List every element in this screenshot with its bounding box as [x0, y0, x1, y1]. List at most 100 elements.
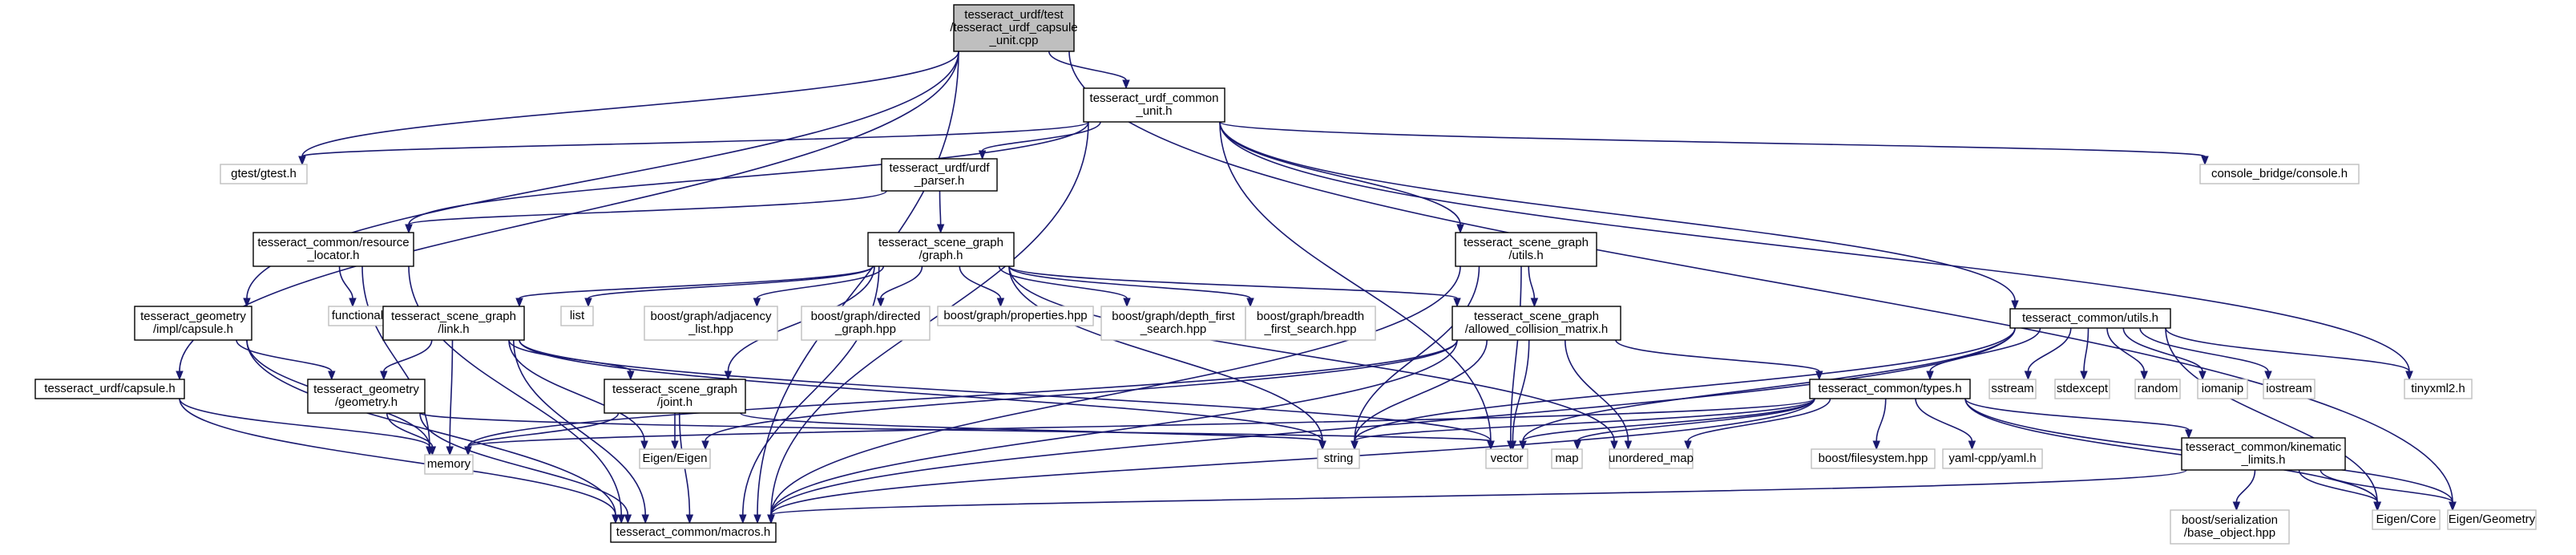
graph-node-vector[interactable]: vector [1485, 448, 1528, 469]
node-box [382, 306, 525, 341]
graph-node-sg-utils[interactable]: tesseract_scene_graph/utils.h [1455, 232, 1597, 267]
node-label-line: boost/graph/adjacency [651, 310, 772, 323]
graph-node-stdexcept[interactable]: stdexcept [2054, 379, 2110, 399]
graph-node-list[interactable]: list [560, 306, 594, 326]
graph-node-map[interactable]: map [1551, 448, 1583, 469]
edge-line [467, 412, 620, 448]
node-label-line: random [2138, 382, 2178, 395]
edge-line [1219, 121, 1492, 442]
edge-urdf-parser-to-resource-locator [405, 190, 887, 234]
graph-node-unordered-map[interactable]: unordered_map [1609, 448, 1694, 469]
graph-node-bfs[interactable]: boost/graph/breadth_first_search.hpp [1245, 306, 1376, 341]
edge-line [1048, 51, 1127, 81]
graph-node-geom-capsule-impl[interactable]: tesseract_geometry/impl/capsule.h [134, 306, 252, 341]
graph-node-kinematic-limits[interactable]: tesseract_common/kinematic_limits.h [2181, 437, 2346, 471]
graph-node-acm[interactable]: tesseract_scene_graph/allowed_collision_… [1452, 306, 1621, 341]
edge-arrowhead [1530, 298, 1539, 308]
edge-sg-utils-to-acm [1528, 265, 1539, 308]
edge-line [236, 339, 333, 372]
graph-node-functional[interactable]: functional [328, 306, 387, 326]
graph-node-macros[interactable]: tesseract_common/macros.h [610, 522, 777, 543]
graph-node-common-utils[interactable]: tesseract_common/utils.h [2009, 308, 2171, 329]
graph-node-filesystem[interactable]: boost/filesystem.hpp [1811, 448, 1936, 469]
node-box [1083, 87, 1225, 123]
graph-node-tinyxml2[interactable]: tinyxml2.h [2404, 379, 2473, 399]
edge-types-to-yaml [1915, 398, 1976, 451]
node-label-line: tesseract_scene_graph [612, 383, 737, 396]
node-label-line: _list.hpp [688, 322, 733, 336]
edge-line [1219, 121, 2016, 302]
graph-node-iostream[interactable]: iostream [2263, 379, 2316, 399]
graph-node-yaml[interactable]: yaml-cpp/yaml.h [1942, 448, 2043, 469]
edge-line [519, 339, 1323, 442]
edge-line [939, 190, 942, 225]
graph-node-resource-locator[interactable]: tesseract_common/resource_locator.h [252, 232, 414, 267]
graph-node-link[interactable]: tesseract_scene_graph/link.h [382, 306, 525, 341]
edge-arrowhead [2185, 429, 2193, 440]
node-label-line: memory [427, 457, 471, 471]
node-label-line: tesseract_urdf/capsule.h [44, 382, 175, 395]
edge-joint-to-eigen [671, 412, 679, 451]
edge-line [2106, 327, 2145, 372]
graph-node-geometry[interactable]: tesseract_geometry/geometry.h [307, 379, 426, 414]
edge-arrowhead [1456, 224, 1464, 234]
edge-line [2027, 327, 2072, 372]
graph-node-eigen-core[interactable]: Eigen/Core [2372, 509, 2441, 530]
node-box [867, 232, 1015, 267]
graph-node-dfs[interactable]: boost/graph/depth_first_search.hpp [1100, 306, 1246, 341]
graph-node-iomanip[interactable]: iomanip [2197, 379, 2248, 399]
edge-line [338, 265, 353, 299]
graph-node-graph[interactable]: tesseract_scene_graph/graph.h [867, 232, 1015, 267]
graph-node-root[interactable]: tesseract_urdf/test/tesseract_urdf_capsu… [950, 4, 1078, 52]
edge-arrowhead [701, 440, 709, 451]
graph-node-eigen[interactable]: Eigen/Eigen [639, 448, 711, 469]
edge-graph-to-dfs [998, 265, 1131, 308]
graph-node-base-object[interactable]: boost/serialization/base_object.hpp [2170, 509, 2290, 545]
node-box [2197, 379, 2248, 399]
graph-node-properties[interactable]: boost/graph/properties.hpp [937, 306, 1094, 326]
edge-sg-utils-to-macros [767, 265, 1461, 525]
edge-arrowhead [2198, 371, 2207, 381]
edge-arrowhead [753, 514, 761, 525]
graph-node-gtest[interactable]: gtest/gtest.h [220, 164, 308, 184]
node-label-line: boost/graph/breadth [1257, 310, 1364, 323]
node-label-line: tesseract_scene_graph [391, 310, 516, 323]
node-box [1245, 306, 1376, 341]
graph-node-adjacency-list[interactable]: boost/graph/adjacency_list.hpp [644, 306, 778, 341]
edge-common-utils-to-stdexcept [2080, 327, 2089, 381]
edge-line [756, 265, 885, 299]
node-label-line: /joint.h [657, 395, 692, 409]
edge-root-to-common-unit [1048, 51, 1130, 90]
graph-node-sstream[interactable]: sstream [1989, 379, 2037, 399]
node-box [134, 306, 252, 341]
edge-arrowhead [2140, 371, 2148, 381]
edge-arrowhead [2449, 501, 2457, 512]
node-label-line: stdexcept [2057, 382, 2109, 395]
node-box [801, 306, 931, 341]
graph-node-urdf-parser[interactable]: tesseract_urdf/urdf_parser.h [881, 158, 998, 192]
node-box [424, 454, 474, 475]
graph-node-random[interactable]: random [2134, 379, 2181, 399]
graph-node-eigen-geometry[interactable]: Eigen/Geometry [2447, 509, 2537, 530]
edge-line [2235, 469, 2256, 503]
edge-line [1219, 121, 2410, 372]
graph-node-common-unit[interactable]: tesseract_urdf_common_unit.h [1083, 87, 1225, 123]
node-box [1989, 379, 2037, 399]
graph-node-memory[interactable]: memory [424, 454, 474, 475]
graph-node-types[interactable]: tesseract_common/types.h [1809, 379, 1971, 399]
edge-arrowhead [405, 224, 413, 234]
graph-node-directed-graph[interactable]: boost/graph/directed_graph.hpp [801, 306, 931, 341]
graph-node-joint[interactable]: tesseract_scene_graph/joint.h [604, 379, 746, 414]
edge-acm-to-types [1615, 339, 1823, 381]
edge-arrowhead [515, 298, 523, 308]
graph-node-console-bridge[interactable]: console_bridge/console.h [2199, 164, 2360, 184]
graph-node-string[interactable]: string [1317, 448, 1360, 469]
node-label-line: _limits.h [2240, 453, 2285, 467]
edge-graph-to-acm [1008, 265, 1461, 308]
edge-common-unit-to-urdf-parser [978, 121, 1101, 160]
edge-graph-to-macros [739, 265, 880, 525]
edge-line [742, 265, 880, 516]
graph-node-urdf-capsule[interactable]: tesseract_urdf/capsule.h [34, 379, 185, 399]
edge-arrowhead [1123, 298, 1131, 308]
node-label-line: /geometry.h [335, 395, 398, 409]
